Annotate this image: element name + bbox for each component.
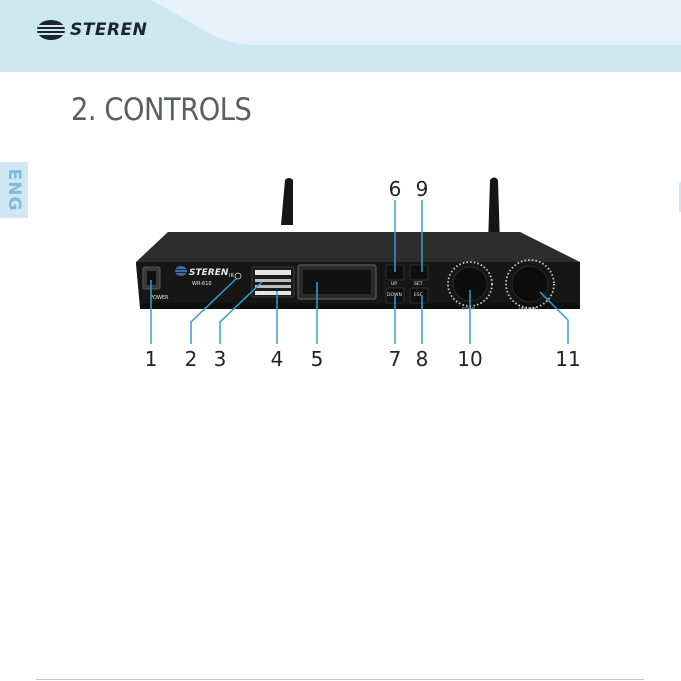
antenna-left <box>281 178 293 225</box>
callout-number: 5 <box>311 347 324 371</box>
callout-number: 8 <box>416 347 429 371</box>
callout-number: 10 <box>457 347 482 371</box>
ir-label: IR <box>229 273 234 279</box>
footer-divider <box>36 679 644 680</box>
callout-number: 2 <box>185 347 198 371</box>
callout-number: 11 <box>555 347 580 371</box>
up-label: UP <box>391 281 397 287</box>
callout-number: 7 <box>389 347 402 371</box>
callout-number: 4 <box>271 347 284 371</box>
right-knob-label: VOLUME <box>519 307 538 313</box>
device-model: WR-610 <box>192 281 212 287</box>
indicator-panel <box>252 267 294 297</box>
display-window <box>298 265 376 299</box>
device-brand: STEREN <box>189 268 229 278</box>
set-button <box>410 265 428 280</box>
callout-number: 3 <box>214 347 227 371</box>
callout-number: 9 <box>416 177 429 201</box>
callout-number: 1 <box>145 347 158 371</box>
set-label: SET <box>414 281 423 287</box>
left-knob-label: ECHO <box>462 307 475 313</box>
callout-number: 6 <box>389 177 402 201</box>
power-label: POWER <box>150 295 169 301</box>
device-logo-icon <box>175 266 187 276</box>
